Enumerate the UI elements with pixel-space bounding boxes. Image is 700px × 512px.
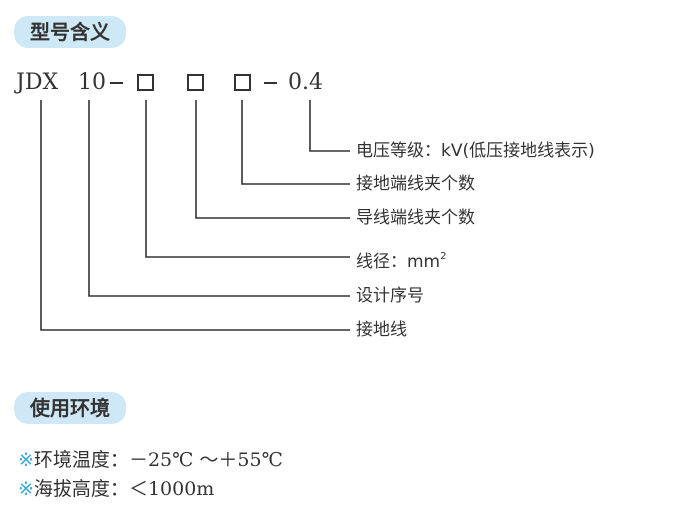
asterisk-mark-icon: ※ <box>18 478 34 500</box>
code-dash-2 <box>264 82 277 84</box>
connector-design <box>88 100 350 297</box>
env-temperature-label: 环境温度： <box>33 449 129 471</box>
code-box-diameter <box>137 74 154 91</box>
label-diameter: 线径：mm2 <box>356 246 447 273</box>
label-ground: 接地线 <box>356 320 407 340</box>
env-altitude-label: 海拔高度： <box>33 478 129 500</box>
label-diameter-text: 线径：mm <box>356 252 441 272</box>
connector-ground-clamps <box>241 100 350 185</box>
env-temperature: ※环境温度：－25℃ ～＋55℃ <box>18 447 283 473</box>
connector-voltage <box>309 100 350 152</box>
code-box-wire-clamps <box>187 74 204 91</box>
code-series: 10 <box>78 70 106 95</box>
label-design: 设计序号 <box>356 286 424 306</box>
code-suffix: 0.4 <box>288 70 323 95</box>
label-voltage: 电压等级：kV(低压接地线表示) <box>356 141 595 161</box>
connector-ground <box>40 100 350 331</box>
label-ground-clamps: 接地端线夹个数 <box>356 174 475 194</box>
env-altitude-value: ＜1000m <box>128 478 215 500</box>
asterisk-mark-icon: ※ <box>18 449 34 471</box>
env-altitude: ※海拔高度：＜1000m <box>18 476 214 502</box>
section-title-model: 型号含义 <box>14 16 126 48</box>
code-dash-1 <box>110 82 123 84</box>
env-temperature-value: －25℃ ～＋55℃ <box>128 449 283 471</box>
code-box-ground-clamps <box>234 74 251 91</box>
connector-diameter <box>145 100 350 258</box>
section-title-environment: 使用环境 <box>14 392 126 424</box>
code-prefix: JDX <box>16 70 59 95</box>
label-diameter-sup: 2 <box>440 251 447 262</box>
connector-wire-clamps <box>195 100 350 219</box>
label-wire-clamps: 导线端线夹个数 <box>356 208 475 228</box>
